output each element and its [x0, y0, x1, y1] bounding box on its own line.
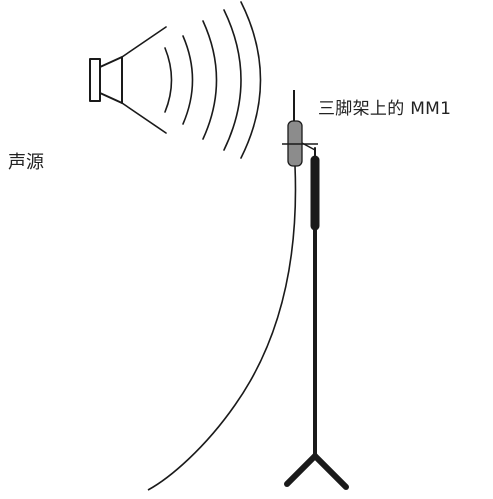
microphone-label: 三脚架上的 MM1 [318, 99, 452, 119]
microphone-icon [147, 90, 318, 491]
sound-source-label: 声源 [8, 152, 44, 173]
sound-wave-icon [121, 1, 262, 159]
speaker-icon [89, 56, 123, 104]
tripod-icon [284, 147, 349, 490]
